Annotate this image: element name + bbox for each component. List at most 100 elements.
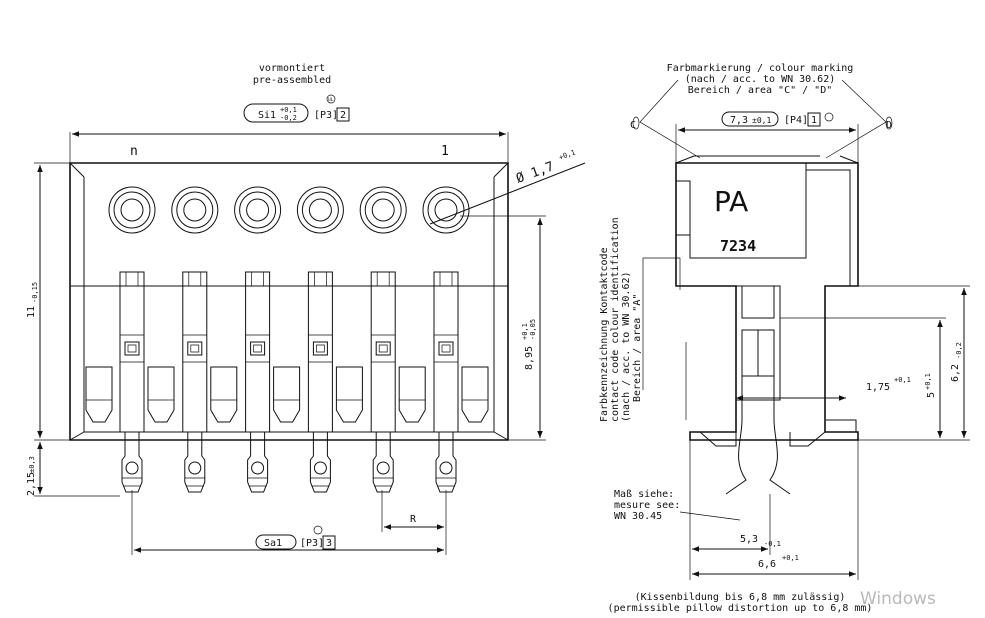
part-number: 7234 — [720, 237, 756, 255]
housing-outline — [69, 162, 509, 441]
contact-latch — [124, 341, 140, 356]
windows-watermark: Windows — [860, 589, 936, 609]
contact-ring-outer — [108, 186, 156, 234]
dim-66-value: 6,6 — [758, 559, 776, 570]
contact-shaft — [370, 271, 396, 433]
note-ref-3-box — [322, 535, 336, 550]
inner-height-tol-lower: -0,05 — [529, 319, 537, 340]
diameter-leader — [429, 162, 586, 225]
measure-label-de: Maß siehe: — [614, 489, 674, 500]
ul-mark-text: UL — [328, 97, 334, 103]
contact-chamber — [171, 186, 238, 493]
height-62-tol: -0,2 — [955, 342, 963, 359]
contact-shaft — [119, 271, 145, 433]
si1-reference-box — [243, 103, 309, 123]
height-value: 11 — [26, 306, 37, 318]
premounted-label-en: pre-assembled — [253, 75, 331, 86]
housing-pocket — [210, 366, 238, 423]
contact-chamber — [422, 186, 489, 493]
contact-pin — [184, 432, 206, 493]
contact-pin-hole — [125, 461, 139, 475]
pillow-note-de: (Kissenbildung bis 6,8 mm zulässig) — [635, 592, 846, 603]
contact-pin-hole — [376, 461, 390, 475]
contact-pin — [247, 432, 269, 493]
contact-ring-middle — [364, 191, 402, 229]
height-62-value: 6,2 — [950, 364, 961, 382]
contact-shaft — [307, 271, 333, 433]
contact-pin — [309, 432, 331, 493]
contact-latch — [250, 341, 266, 356]
side-width-value: 7,3 — [730, 115, 748, 126]
p3-reference: [P3] — [314, 110, 338, 121]
contact-ring-outer — [171, 186, 219, 234]
end-label-1: 1 — [441, 144, 449, 159]
si1-tol-lower: -0,2 — [280, 114, 297, 122]
contact-pin-hole — [439, 461, 453, 475]
contact-ring-inner — [308, 198, 332, 222]
side-width-tol: ±0,1 — [752, 116, 771, 125]
contact-latch — [312, 341, 328, 356]
measure-label-en: mesure see: — [614, 500, 680, 511]
point-c: C — [630, 120, 636, 131]
measure-ref: WN 30.45 — [614, 511, 662, 522]
contact-latch — [438, 341, 454, 356]
contact-shaft — [245, 271, 271, 433]
contact-ring-middle — [301, 191, 339, 229]
si1-label: Si1 — [258, 110, 276, 121]
contact-ring-middle — [239, 191, 277, 229]
p4-reference: [P4] — [784, 115, 808, 126]
contact-shaft — [182, 271, 208, 433]
side-view: Farbmarkierung / colour marking (nach / … — [599, 63, 970, 614]
side-label-en: contact code colour identification — [610, 217, 621, 422]
dim-53-value: 5,3 — [740, 534, 758, 545]
contact-ring-inner — [371, 198, 395, 222]
contact-pin — [372, 432, 394, 493]
note-ref-2-box — [336, 107, 350, 122]
housing-pocket — [461, 366, 489, 423]
end-label-n: n — [130, 144, 138, 159]
note-ref-1: 1 — [811, 115, 817, 126]
note-ref-1-box — [807, 112, 821, 127]
contact-pin-hole — [251, 461, 265, 475]
p3-reference-bottom: [P3] — [300, 538, 324, 549]
contact-chamber — [234, 186, 301, 493]
contact-ring-middle — [427, 191, 465, 229]
ul-mark-bottom-icon — [313, 525, 323, 535]
width-reference-box — [721, 111, 779, 127]
contact-ring-outer — [296, 186, 344, 234]
housing-pocket — [335, 366, 363, 423]
contact-shaft — [433, 271, 459, 433]
height-5-value: 5 — [926, 392, 937, 398]
contact-chamber — [359, 186, 426, 493]
si1-tol-upper: +0,1 — [280, 106, 297, 114]
inner-height-tol-upper: +0,1 — [521, 323, 529, 340]
front-view: vormontiert pre-assembled Si1 +0,1 -0,2 … — [26, 63, 586, 555]
side-label-area: Bereich / area "A" — [632, 294, 643, 402]
note-ref-2: 2 — [340, 110, 346, 121]
pitch-label: R — [410, 514, 417, 525]
ul-mark-side-icon — [824, 112, 834, 122]
housing-pocket — [147, 366, 175, 423]
housing-pocket — [398, 366, 426, 423]
dim-53-tol: -0,1 — [764, 540, 781, 548]
leader-d — [825, 79, 887, 159]
colour-marking-label: Farbmarkierung / colour marking — [667, 63, 854, 74]
contact-ring-inner — [434, 198, 458, 222]
contacts-layer — [85, 186, 489, 493]
point-d: D — [886, 120, 892, 131]
height-tol: -0,15 — [31, 282, 39, 303]
contact-latch — [375, 341, 391, 356]
material-label: PA — [714, 185, 748, 218]
housing-pocket — [273, 366, 301, 423]
side-label-de: Farbkennzeichnung Kontaktcode — [599, 247, 610, 422]
sa1-reference-box — [255, 534, 297, 550]
height-5-tol: +0,1 — [924, 373, 932, 390]
contact-ring-inner — [183, 198, 207, 222]
side-label-ref: (nach / acc. to WN 30.62) — [621, 271, 632, 422]
contact-ring-inner — [246, 198, 270, 222]
gap-175-tol: +0,1 — [894, 376, 911, 384]
leader-c — [639, 79, 701, 159]
diameter-tol: +0,1 — [558, 149, 577, 162]
contact-ring-outer — [422, 186, 470, 234]
